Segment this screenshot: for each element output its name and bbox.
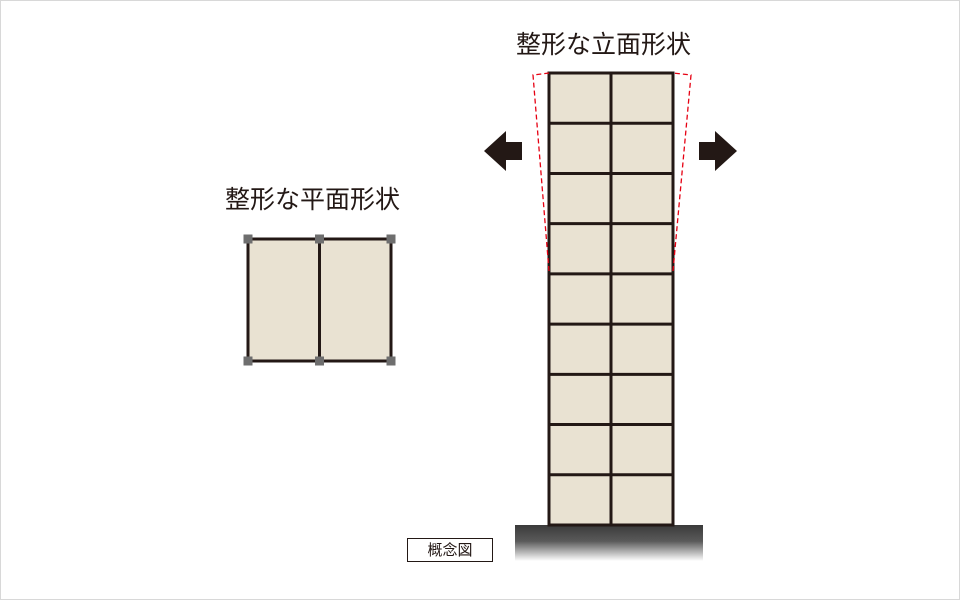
arrow-right-icon xyxy=(699,131,737,171)
plan-view xyxy=(243,234,396,366)
deformation-right-line xyxy=(672,72,692,272)
arrow-left-icon xyxy=(484,131,522,171)
building-outline xyxy=(547,71,675,527)
plan-node xyxy=(315,356,324,366)
plan-node xyxy=(243,356,253,366)
elevation-view xyxy=(547,71,675,527)
ground-slab xyxy=(515,525,703,561)
deformation-left-line xyxy=(532,72,550,272)
concept-note-badge: 概念図 xyxy=(407,538,493,562)
plan-node xyxy=(386,356,396,366)
plan-node xyxy=(386,234,396,244)
plan-node xyxy=(243,234,253,244)
elevation-title: 整形な立面形状 xyxy=(516,30,692,59)
deformation-outline xyxy=(532,72,692,272)
plan-nodes xyxy=(243,234,396,366)
plan-title: 整形な平面形状 xyxy=(225,185,401,214)
plan-node xyxy=(315,234,324,244)
